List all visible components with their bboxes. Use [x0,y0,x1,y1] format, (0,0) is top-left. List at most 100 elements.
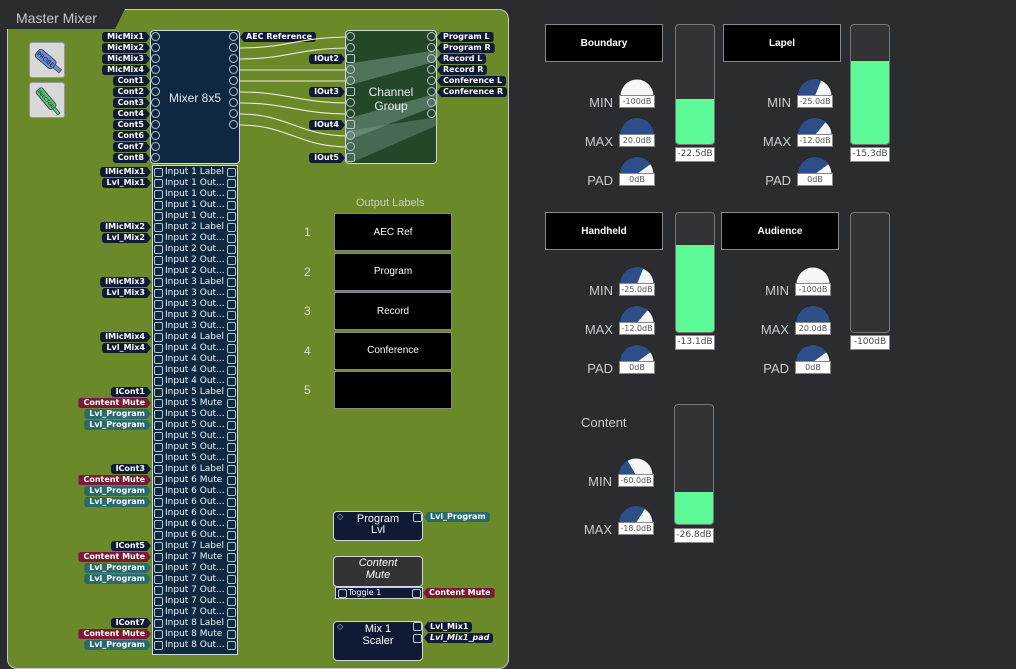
mixer-output-pin[interactable] [229,76,238,85]
output-label-field[interactable]: Record [334,292,452,330]
channel-group-input-pin[interactable] [346,120,355,129]
input-row-in-pin[interactable] [154,344,163,353]
input-row-out-pin[interactable] [227,597,236,606]
input-row-out-pin[interactable] [227,432,236,441]
input-row-in-pin[interactable] [154,553,163,562]
input-row-out-pin[interactable] [227,223,236,232]
input-row-in-pin[interactable] [154,278,163,287]
channel-name-field[interactable]: Lapel [723,24,841,62]
pad-knob[interactable] [618,154,656,175]
input-row-out-pin[interactable] [227,476,236,485]
input-row-out-pin[interactable] [227,564,236,573]
input-row-out-pin[interactable] [227,344,236,353]
channel-group-output-pin[interactable] [427,87,436,96]
channel-group-output-pin[interactable] [427,109,436,118]
channel-group-input-pin[interactable] [346,98,355,107]
input-row-in-pin[interactable] [154,520,163,529]
channel-group-input-pin[interactable] [346,153,355,162]
input-row-out-pin[interactable] [227,377,236,386]
input-row-in-pin[interactable] [154,410,163,419]
input-row-out-pin[interactable] [227,509,236,518]
channel-group-input-tag[interactable]: IOut5 [309,153,345,163]
content-max-value[interactable]: -18.0dB [618,522,654,535]
channel-group-output-tag[interactable]: Program R [437,43,495,53]
input-tag[interactable]: ICont7 [111,618,151,628]
content-mute-block[interactable]: Content Mute [333,556,423,587]
lvl-mix1-tag[interactable]: Lvl_Mix1 [424,622,473,632]
channel-group-input-pin[interactable] [346,76,355,85]
content-min-value[interactable]: -60.0dB [618,474,654,487]
pad-knob[interactable] [794,342,832,363]
input-row-in-pin[interactable] [154,575,163,584]
mixer-input-tag[interactable]: Cont1 [113,76,150,86]
probe-tool-button[interactable]: PROBE [29,42,65,78]
input-tag[interactable]: Lvl_Program [84,497,151,507]
mixer-input-tag[interactable]: Cont2 [113,87,150,97]
min-value[interactable]: -25.0dB [797,95,833,108]
input-row-out-pin[interactable] [227,465,236,474]
input-tag[interactable]: ICont1 [111,387,151,397]
min-value[interactable]: -100dB [795,283,831,296]
lvl-program-tag[interactable]: Lvl_Program [424,512,490,522]
pad-value[interactable]: 0dB [619,173,655,186]
max-knob[interactable] [618,115,656,136]
input-row-in-pin[interactable] [154,267,163,276]
input-tag[interactable]: Lvl_Program [84,420,151,430]
input-row-in-pin[interactable] [154,245,163,254]
input-row-out-pin[interactable] [227,586,236,595]
output-label-field[interactable] [334,371,452,409]
input-row-in-pin[interactable] [154,465,163,474]
input-row-in-pin[interactable] [154,355,163,364]
lvl-mix1-pad-tag[interactable]: Lvl_Mix1_pad [424,633,494,643]
input-tag[interactable]: IMicMix2 [100,222,151,232]
pad-value[interactable]: 0dB [797,173,833,186]
channel-name-field[interactable]: Audience [721,212,839,250]
input-row-in-pin[interactable] [154,498,163,507]
input-row-out-pin[interactable] [227,168,236,177]
max-knob[interactable] [618,303,656,324]
mixer-output-pin[interactable] [229,98,238,107]
channel-group-output-tag[interactable]: Record R [437,65,488,75]
input-row-out-pin[interactable] [227,212,236,221]
channel-group-output-pin[interactable] [427,43,436,52]
input-row-out-pin[interactable] [227,201,236,210]
input-row-out-pin[interactable] [227,355,236,364]
mixer-output-pin[interactable] [229,109,238,118]
mixer-input-tag[interactable]: MicMix4 [102,65,150,75]
channel-group-input-pin[interactable] [346,87,355,96]
max-knob[interactable] [796,115,834,136]
input-tag[interactable]: Content Mute [78,629,151,639]
mixer-input-tag[interactable]: Cont6 [113,131,150,141]
channel-group-input-tag[interactable]: IOut4 [309,120,345,130]
input-row-out-pin[interactable] [227,498,236,507]
channel-group-input-pin[interactable] [346,43,355,52]
mixer-input-tag[interactable]: MicMix1 [102,32,150,42]
program-lvl-block[interactable]: ◇ Program Lvl [333,511,423,541]
input-row-in-pin[interactable] [154,234,163,243]
mixer-output-pin[interactable] [229,87,238,96]
channel-group-input-pin[interactable] [346,32,355,41]
mixer-output-pin[interactable] [229,65,238,74]
input-tag[interactable]: Content Mute [78,552,151,562]
mixer-input-pin[interactable] [151,153,160,162]
pad-value[interactable]: 0dB [619,361,655,374]
mixer-input-pin[interactable] [151,65,160,74]
content-min-knob[interactable] [617,455,655,476]
input-row-in-pin[interactable] [154,223,163,232]
output-label-field[interactable]: Conference [334,331,452,370]
input-row-in-pin[interactable] [154,322,163,331]
channel-group-block[interactable]: Channel Group [345,30,438,165]
pad-knob[interactable] [618,342,656,363]
toggle-input-pin[interactable] [338,589,347,598]
input-row-out-pin[interactable] [227,311,236,320]
input-row-out-pin[interactable] [227,641,236,650]
input-row-in-pin[interactable] [154,201,163,210]
channel-group-input-pin[interactable] [346,65,355,74]
input-row-in-pin[interactable] [154,333,163,342]
input-row-out-pin[interactable] [227,289,236,298]
channel-group-output-pin[interactable] [427,54,436,63]
mix1-scaler-block[interactable]: ◇ Mix 1 Scaler [333,621,423,661]
input-row-out-pin[interactable] [227,399,236,408]
input-row-out-pin[interactable] [227,278,236,287]
mixer-output-pin[interactable] [229,32,238,41]
